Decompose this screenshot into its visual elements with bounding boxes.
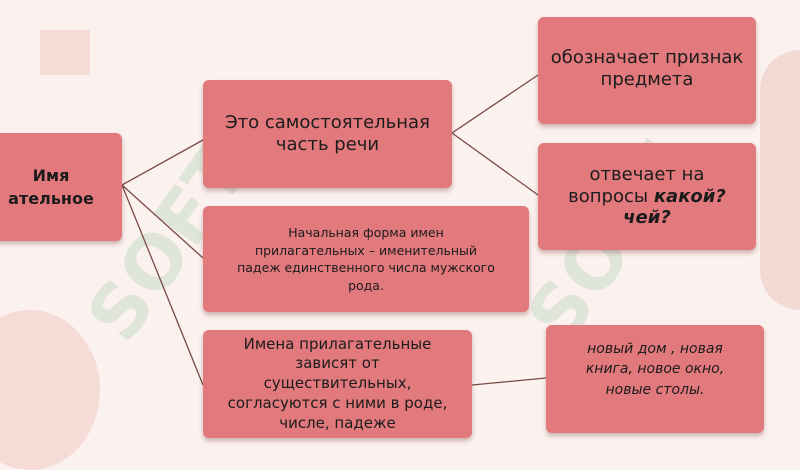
questions-line-2-prefix: вопросы bbox=[568, 185, 654, 207]
definition-node: Это самостоятельная часть речи bbox=[203, 80, 452, 188]
initial-form-line-1: Начальная форма имен bbox=[288, 225, 444, 240]
questions-line-1: отвечает на bbox=[589, 163, 705, 185]
feature-node: обозначает признак предмета bbox=[538, 17, 756, 124]
connector-definition-feature bbox=[451, 74, 539, 134]
connector-agreement-examples bbox=[471, 377, 547, 386]
root-line-1: Имя bbox=[32, 165, 70, 185]
questions-emph-1: какой? bbox=[653, 185, 726, 207]
connector-lines bbox=[121, 74, 547, 386]
agreement-node: Имена прилагательные зависят от существи… bbox=[203, 330, 472, 438]
initial-form-node: Начальная форма имен прилагательных – им… bbox=[203, 206, 529, 312]
connector-root-agreement bbox=[121, 184, 204, 386]
definition-line-2: часть речи bbox=[275, 134, 380, 155]
connector-definition-questions bbox=[451, 132, 539, 196]
connector-root-definition bbox=[121, 139, 204, 186]
agreement-line-2: зависят от bbox=[295, 354, 380, 373]
initial-form-line-3: падеж единственного числа мужского bbox=[237, 260, 495, 275]
definition-line-1: Это самостоятельная bbox=[225, 112, 430, 134]
connector-root-initial-form bbox=[121, 184, 204, 259]
root-line-2: ательное bbox=[8, 189, 94, 208]
feature-line-1: обозначает признак bbox=[550, 47, 744, 68]
root-node: Имя ательное bbox=[0, 133, 122, 241]
questions-node: отвечает на вопросы какой? чей? bbox=[538, 143, 756, 250]
examples-line-1: новый дом , новая bbox=[587, 341, 723, 357]
initial-form-line-2: прилагательных – именительный bbox=[254, 242, 478, 258]
agreement-line-4: согласуются с ними в роде, bbox=[227, 393, 448, 412]
initial-form-line-4: рода. bbox=[348, 277, 384, 293]
examples-node: новый дом , новая книга, новое окно, нов… bbox=[546, 325, 764, 433]
agreement-line-5: числе, падеже bbox=[279, 413, 396, 432]
agreement-line-3: существительных, bbox=[263, 374, 412, 393]
feature-line-2: предмета bbox=[600, 68, 694, 90]
examples-line-2: книга, новое окно, bbox=[585, 361, 725, 378]
questions-emph-2: чей? bbox=[623, 207, 671, 229]
agreement-line-1: Имена прилагательные bbox=[243, 334, 432, 353]
examples-line-3: новые столы. bbox=[605, 381, 705, 398]
